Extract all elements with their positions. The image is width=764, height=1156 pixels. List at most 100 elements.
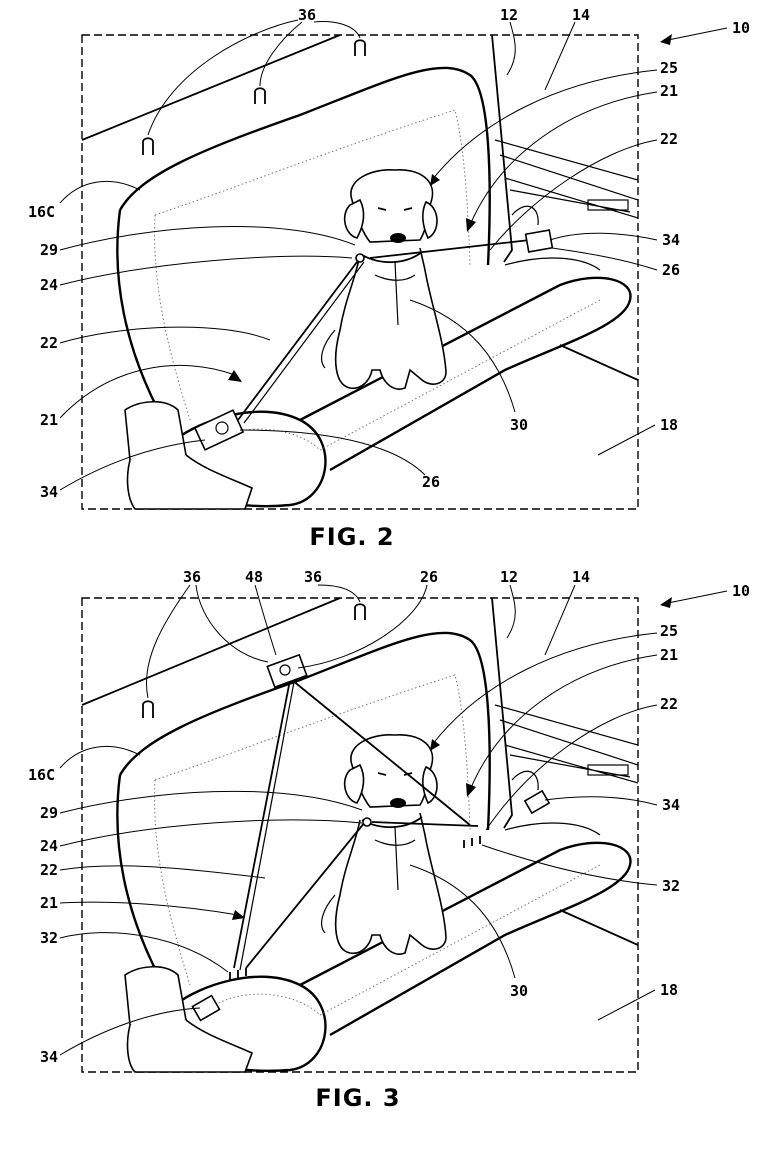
fig3-right-seat-edge bbox=[504, 822, 601, 836]
fig3-frame bbox=[81, 597, 639, 1073]
fig3-front-seat-top bbox=[126, 1019, 254, 1073]
fig2-ref-12: 12 bbox=[500, 6, 518, 24]
fig3-seat-back-seam bbox=[154, 674, 471, 986]
fig2-frame bbox=[81, 34, 639, 510]
fig3-ref-26: 26 bbox=[420, 568, 438, 586]
fig2-front-seat-top bbox=[126, 454, 253, 510]
fig2-roof-line bbox=[81, 34, 341, 141]
fig2-buckle-right bbox=[524, 229, 554, 253]
fig2-buckle-left-latch bbox=[215, 421, 229, 435]
fig2-leader-34r bbox=[549, 232, 658, 241]
fig3-ref-32-right: 32 bbox=[662, 877, 680, 895]
fig3-ref-29: 29 bbox=[40, 804, 58, 822]
fig2-leader-24 bbox=[59, 255, 353, 286]
fig3-arrow-21l bbox=[232, 910, 245, 920]
fig3-ref-36-a: 36 bbox=[183, 568, 201, 586]
fig3-leader-12 bbox=[506, 584, 516, 639]
fig2-dog-harness-neck bbox=[361, 251, 423, 264]
fig2-leader-14 bbox=[544, 21, 576, 91]
fig2-right-seat-edge bbox=[504, 257, 601, 271]
fig2-leader-18 bbox=[597, 424, 656, 456]
fig2-ref-22-left: 22 bbox=[40, 334, 58, 352]
fig3-harness-clip bbox=[362, 817, 372, 827]
fig2-leader-10 bbox=[667, 27, 728, 41]
fig3-ref-34-left: 34 bbox=[40, 1048, 58, 1066]
fig3-cushion-front bbox=[174, 975, 327, 1072]
fig2-tether-left-a bbox=[237, 257, 361, 421]
fig2-arrow-21r bbox=[466, 218, 476, 232]
fig3-tether-anchor-left-b bbox=[239, 681, 295, 971]
fig2-ref-14: 14 bbox=[572, 6, 590, 24]
fig2-cushion-top bbox=[299, 276, 632, 472]
fig3-ref-22-left: 22 bbox=[40, 861, 58, 879]
fig3-leader-34r bbox=[544, 796, 658, 806]
fig3-ref-32-left: 32 bbox=[40, 929, 58, 947]
fig2-arrow-10 bbox=[660, 34, 672, 45]
fig2-ref-16c: 16C bbox=[28, 203, 55, 221]
fig3-cushion-seam bbox=[214, 864, 601, 1016]
fig2-dog-tail bbox=[321, 329, 336, 369]
fig3-buckle-right bbox=[523, 789, 551, 815]
fig3-dog-right-ear bbox=[422, 765, 438, 805]
fig3-anchor-48-latch bbox=[279, 664, 291, 676]
fig3-clips-32-left bbox=[229, 968, 247, 980]
fig3-ref-14: 14 bbox=[572, 568, 590, 586]
fig3-floor-line bbox=[559, 909, 639, 946]
figure-2: 36 12 14 10 25 21 22 16C 29 34 24 26 22 … bbox=[28, 6, 750, 551]
fig3-cushion-top bbox=[299, 841, 632, 1037]
fig2-ref-10: 10 bbox=[732, 19, 750, 37]
fig2-leader-12 bbox=[506, 21, 516, 76]
fig3-dog-nose bbox=[390, 798, 406, 808]
fig2-dog-eyes bbox=[377, 207, 413, 211]
fig2-ref-34-right: 34 bbox=[662, 231, 680, 249]
fig2-dog bbox=[321, 169, 447, 390]
fig2-ref-26-bottom: 26 bbox=[422, 473, 440, 491]
fig2-harness-clip bbox=[355, 253, 365, 263]
fig2-leader-22r bbox=[489, 139, 658, 251]
fig3-arrow-10 bbox=[660, 597, 672, 608]
fig3-ref-22-right: 22 bbox=[660, 695, 678, 713]
fig2-ref-21-left: 21 bbox=[40, 411, 58, 429]
fig3-ref-16c: 16C bbox=[28, 766, 55, 784]
fig2-buckle-left bbox=[193, 409, 245, 451]
fig2-ref-21-right: 21 bbox=[660, 82, 678, 100]
fig3-arrow-25 bbox=[430, 739, 440, 751]
fig2-ref-22-right: 22 bbox=[660, 130, 678, 148]
fig3-ref-24: 24 bbox=[40, 837, 58, 855]
fig3-clip-c bbox=[354, 603, 366, 620]
fig2-dog-right-ear bbox=[422, 200, 438, 240]
fig3-ref-10: 10 bbox=[732, 582, 750, 600]
fig2-ref-24: 24 bbox=[40, 276, 58, 294]
fig3-seat-back bbox=[118, 631, 491, 831]
fig3-arrow-21r bbox=[466, 783, 476, 797]
fig3-ref-12: 12 bbox=[500, 568, 518, 586]
fig2-leader-36b bbox=[259, 21, 303, 87]
fig3-tether-dog-right bbox=[371, 821, 479, 827]
fig3-leader-48 bbox=[254, 584, 277, 656]
fig3-leader-21l bbox=[59, 901, 239, 916]
fig3-dog-harness-chest bbox=[374, 826, 416, 891]
fig2-right-headrest bbox=[511, 205, 539, 226]
fig3-leader-22r bbox=[485, 704, 658, 831]
fig2-leader-25 bbox=[431, 69, 658, 181]
fig3-pillar bbox=[491, 597, 513, 829]
fig3-leader-29 bbox=[59, 790, 363, 814]
fig3-leader-36b bbox=[317, 584, 361, 603]
fig3-leader-32l bbox=[59, 932, 229, 973]
fig2-leader-16c bbox=[59, 180, 141, 204]
fig2-leader-29 bbox=[59, 226, 356, 251]
fig2-ref-29: 29 bbox=[40, 241, 58, 259]
fig3-door-switch bbox=[587, 764, 629, 776]
fig2-tether-left-b bbox=[243, 261, 365, 424]
fig3-right-headrest bbox=[511, 770, 539, 791]
fig3-leader-16c bbox=[59, 745, 141, 769]
fig2-leader-36c bbox=[313, 21, 361, 39]
fig3-dog-tail bbox=[321, 894, 336, 934]
fig2-dog-nose bbox=[390, 233, 406, 243]
fig2-leader-26r bbox=[551, 247, 658, 271]
fig2-ref-18: 18 bbox=[660, 416, 678, 434]
fig3-leader-22l bbox=[59, 865, 266, 879]
fig3-buckle-left bbox=[191, 994, 221, 1022]
fig3-leader-36a bbox=[146, 584, 191, 699]
fig3-leader-10 bbox=[667, 590, 728, 604]
